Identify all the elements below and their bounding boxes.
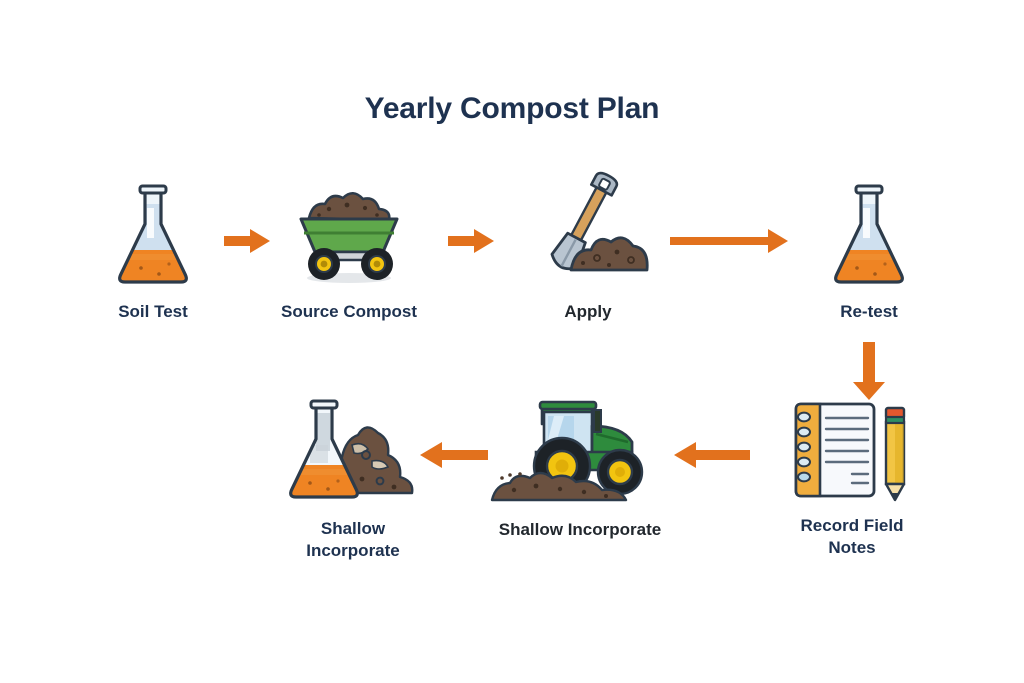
arrow-record-field-notes-to-tractor xyxy=(672,440,752,475)
flow-node-re-test[interactable]: Re-test xyxy=(804,178,934,323)
flow-node-label: Re-test xyxy=(840,302,898,321)
flow-node-label: Soil Test xyxy=(118,302,188,321)
notepad-pencil-icon xyxy=(786,398,918,509)
arrow-apply-to-re-test xyxy=(668,228,790,259)
arrow-soil-test-to-source-compost xyxy=(222,228,272,259)
tractor-soil-icon xyxy=(480,390,680,513)
flask-icon xyxy=(107,178,199,295)
arrow-source-compost-to-apply xyxy=(446,228,496,259)
arrow-tractor-to-shallow-incorporate xyxy=(418,440,490,475)
flow-node-apply[interactable]: Apply xyxy=(500,170,676,323)
flow-node-label: Source Compost xyxy=(280,302,418,321)
flow-node-source-compost[interactable]: Source Compost xyxy=(260,178,438,323)
flow-node-shallow-incorporate-flask[interactable]: Shallow Incorporate xyxy=(272,395,434,562)
flow-node-shallow-incorporate-tractor[interactable]: Shallow Incorporate xyxy=(462,390,698,541)
shovel-dirt-icon xyxy=(513,170,663,295)
flow-node-label: Record Field Notes xyxy=(800,516,904,557)
compost-cart-icon xyxy=(279,178,419,295)
page-title: Yearly Compost Plan xyxy=(364,92,660,125)
arrow-re-test-to-record-field-notes xyxy=(851,340,887,407)
flow-node-label: Shallow Incorporate xyxy=(306,519,400,560)
flow-node-label: Apply xyxy=(564,302,612,321)
flow-node-label: Shallow Incorporate xyxy=(498,520,662,539)
flask-soil-pile-icon xyxy=(280,395,426,512)
flow-node-record-field-notes[interactable]: Record Field Notes xyxy=(775,398,929,559)
flask-icon xyxy=(823,178,915,295)
flow-node-soil-test[interactable]: Soil Test xyxy=(88,178,218,323)
